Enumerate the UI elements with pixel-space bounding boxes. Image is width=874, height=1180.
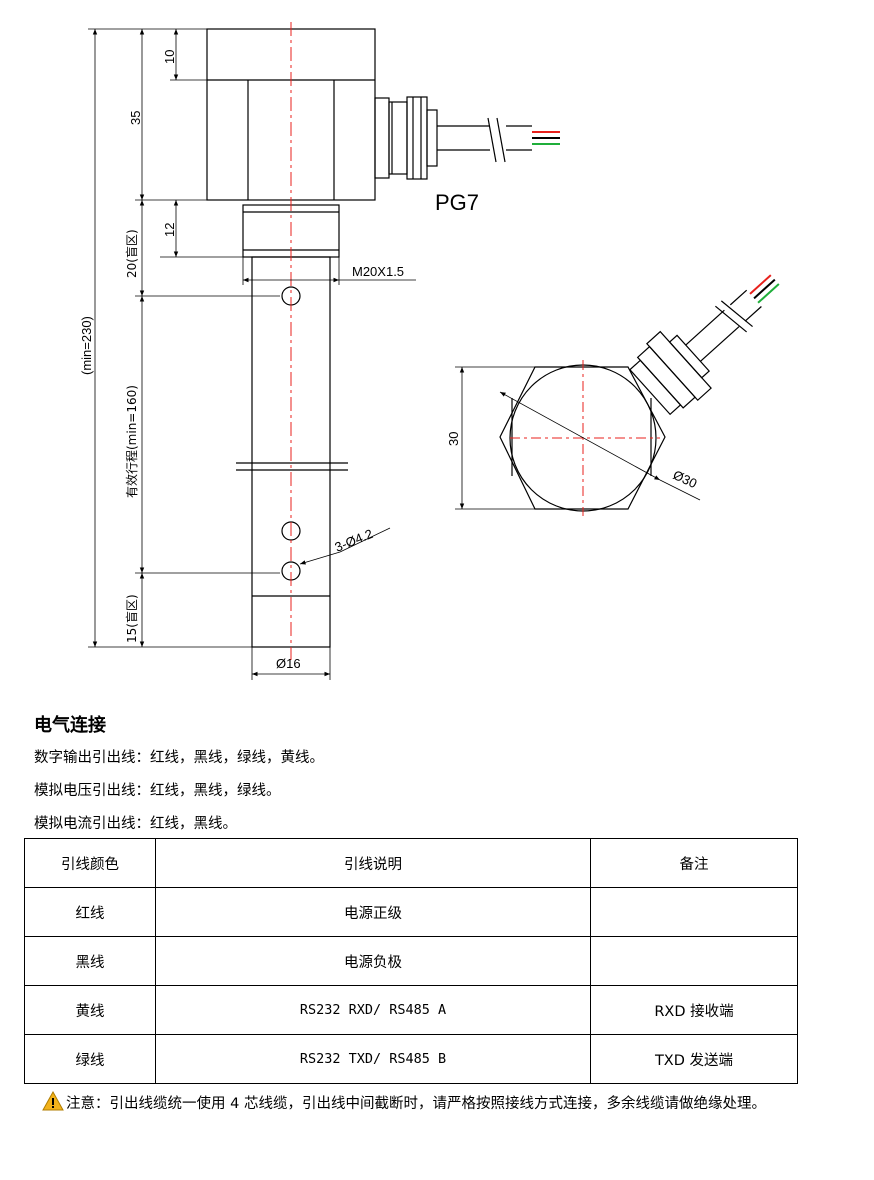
- cell-remark: RXD 接收端: [590, 985, 798, 1035]
- warning-note: 注意：引出线缆统一使用 4 芯线缆，引出线中间截断时，请严格按照接线方式连接，多…: [42, 1088, 852, 1120]
- dimension-lines: [88, 28, 416, 680]
- warning-icon: [42, 1091, 64, 1111]
- dim-blind-top: 20(盲区): [124, 229, 139, 278]
- header-wire-color: 引线颜色: [24, 838, 156, 888]
- section-title: 电气连接: [34, 715, 106, 736]
- cell-description: 电源负极: [155, 936, 591, 986]
- gland-label: PG7: [435, 190, 479, 215]
- digital-output-wires: 数字输出引出线：红线，黑线，绿线，黄线。: [34, 750, 324, 766]
- table-row: 绿线 RS232 TXD/ RS485 B TXD 发送端: [24, 1034, 798, 1084]
- table-row: 黄线 RS232 RXD/ RS485 A RXD 接收端: [24, 985, 798, 1035]
- cell-color: 绿线: [24, 1034, 156, 1084]
- cell-description: RS232 RXD/ RS485 A: [155, 985, 591, 1035]
- technical-drawing: PG7 10 3: [79, 22, 780, 680]
- dim-thread: M20X1.5: [352, 264, 404, 279]
- header-wire-description: 引线说明: [155, 838, 591, 888]
- current-output-wires: 模拟电流引出线：红线，黑线。: [34, 816, 237, 832]
- cell-description: 电源正级: [155, 887, 591, 937]
- cell-description: RS232 TXD/ RS485 B: [155, 1034, 591, 1084]
- cell-remark: TXD 发送端: [590, 1034, 798, 1084]
- header-remark: 备注: [590, 838, 798, 888]
- dim-hex: 30: [446, 432, 461, 446]
- table-row: 黑线 电源负极: [24, 936, 798, 986]
- cell-color: 红线: [24, 887, 156, 937]
- dim-rod-diameter: Ø16: [276, 656, 301, 671]
- cell-remark: [590, 887, 798, 937]
- table-header-row: 引线颜色 引线说明 备注: [24, 838, 798, 888]
- dim-10: 10: [162, 50, 177, 64]
- wires-top: [749, 274, 780, 304]
- wiring-table: 引线颜色 引线说明 备注 红线 电源正级 黑线 电源负极 黄线 RS232 RX…: [24, 838, 798, 1084]
- dim-12: 12: [162, 223, 177, 237]
- top-view: [499, 289, 762, 512]
- table-row: 红线 电源正级: [24, 887, 798, 937]
- front-view: [206, 28, 532, 648]
- dim-holes: 3-Ø4.2: [333, 526, 375, 555]
- voltage-output-wires: 模拟电压引出线：红线，黑线，绿线。: [34, 783, 281, 799]
- dim-stroke: 有效行程(min=160): [124, 385, 139, 498]
- note-text: 注意：引出线缆统一使用 4 芯线缆，引出线中间截断时，请严格按照接线方式连接，多…: [66, 1096, 766, 1112]
- dim-35: 35: [128, 111, 143, 125]
- cell-remark: [590, 936, 798, 986]
- cell-color: 黄线: [24, 985, 156, 1035]
- top-centerlines: [510, 360, 660, 516]
- wires-front: [532, 131, 560, 145]
- dim-total: (min=230): [79, 316, 94, 375]
- dim-blind-bottom: 15(盲区): [124, 594, 139, 643]
- cell-color: 黑线: [24, 936, 156, 986]
